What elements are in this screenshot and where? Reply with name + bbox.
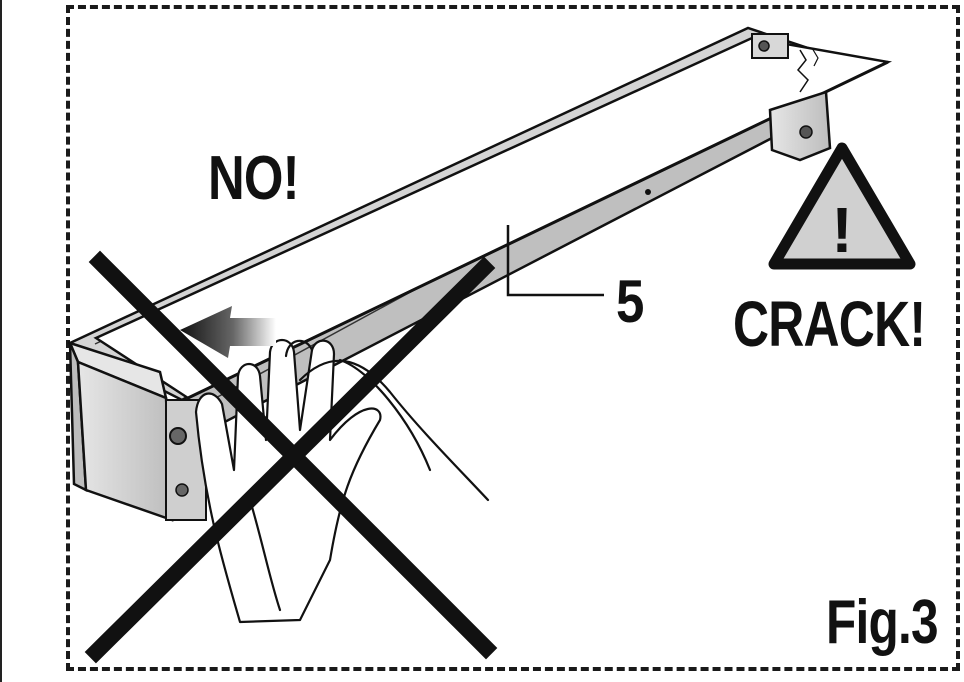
crack-warning-label: CRACK!	[733, 288, 926, 360]
figure-dashed-border	[66, 5, 960, 671]
hands-illustration	[194, 338, 490, 624]
no-label: NO!	[208, 144, 300, 213]
arrow-icon	[180, 306, 276, 358]
cross-out-x-icon	[84, 250, 498, 664]
warning-triangle-icon: !	[768, 142, 916, 270]
figure-caption: Fig.3	[826, 588, 939, 657]
part-leader-line	[506, 225, 604, 297]
part-number-label: 5	[616, 268, 644, 335]
page-edge-line	[0, 0, 2, 682]
warning-symbol: !	[831, 194, 852, 266]
left-end-bracket	[67, 340, 207, 522]
right-end-bracket	[751, 33, 832, 162]
